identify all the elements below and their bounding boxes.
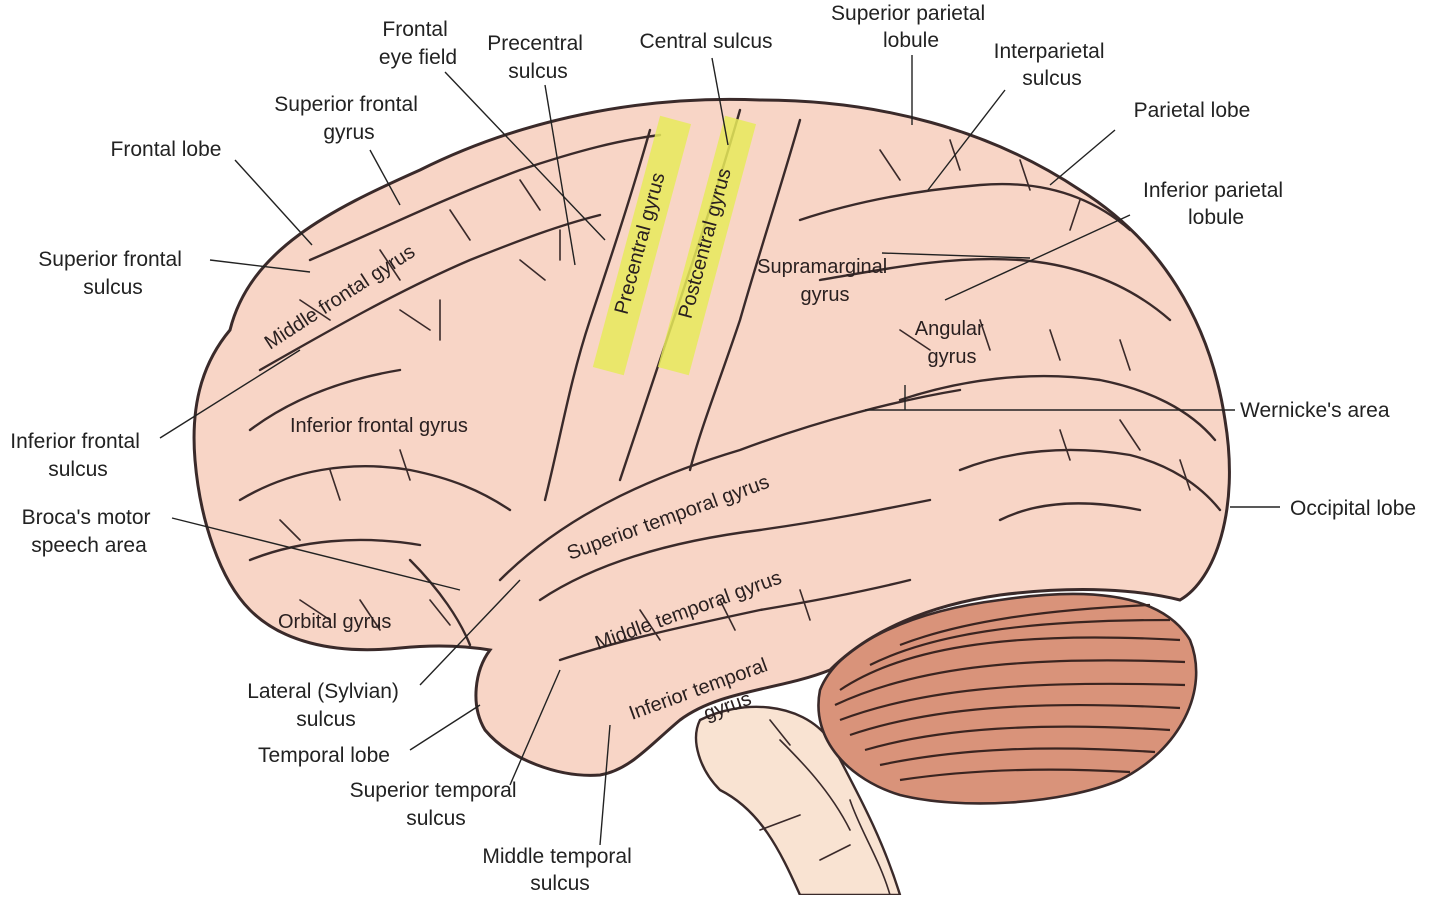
superior-parietal-line-1: Superior parietal	[831, 2, 985, 25]
occipital-lobe-label: Occipital lobe	[1290, 497, 1416, 520]
superior-temporal-sulcus-line-2: sulcus	[406, 807, 466, 830]
lateral-sulcus-label: Lateral (Sylvian) sulcus	[247, 680, 405, 731]
orbital-gyrus-label: Orbital gyrus	[278, 611, 391, 633]
central-sulcus-label: Central sulcus	[639, 30, 772, 53]
postcentral-highlight	[657, 115, 757, 376]
parietal-lobe-label: Parietal lobe	[1134, 99, 1251, 122]
interparietal-sulcus-label: Interparietal sulcus	[994, 40, 1111, 90]
wernickes-area-line-1: Wernicke's area	[1240, 399, 1390, 422]
superior-frontal-gyrus-label: Superior frontal gyrus	[274, 93, 423, 144]
inferior-frontal-gyrus-label: Inferior frontal gyrus	[290, 415, 468, 437]
brainstem-detail	[759, 719, 891, 896]
frontal-lobe-label: Frontal lobe	[111, 138, 222, 161]
wernickes-area-label: Wernicke's area	[1240, 399, 1390, 422]
cerebellum	[817, 592, 1198, 805]
superior-temporal-sulcus-label: Superior temporal sulcus	[350, 779, 523, 830]
frontal-eye-field-line-2: eye field	[379, 46, 457, 69]
supramarginal-line-1: Supramarginal	[757, 256, 887, 278]
angular-gyrus-label: Angular gyrus	[915, 318, 990, 368]
inferior-parietal-lobule-label: Inferior parietal lobule	[1143, 179, 1289, 229]
superior-temporal-sulcus-line-1: Superior temporal	[350, 779, 517, 802]
inferior-frontal-sulcus-label: Inferior frontal sulcus	[10, 430, 145, 481]
cortex-sulci	[238, 108, 1222, 662]
leader-lines	[159, 55, 1280, 846]
interparietal-line-1: Interparietal	[994, 40, 1105, 63]
superior-frontal-gyrus-line-1: Superior frontal	[274, 93, 418, 116]
precentral-sulcus-line-2: sulcus	[508, 60, 568, 83]
angular-line-1: Angular	[915, 318, 984, 340]
outer-labels: Frontal eye field Precentral sulcus Cent…	[10, 2, 1416, 895]
brocas-area-label: Broca's motor speech area	[22, 506, 157, 557]
lateral-sulcus-line-1: Lateral (Sylvian)	[247, 680, 399, 703]
temporal-lobe-line-1: Temporal lobe	[258, 744, 390, 767]
precentral-sulcus-label: Precentral sulcus	[487, 32, 589, 83]
middle-temporal-sulcus-label: Middle temporal sulcus	[482, 845, 637, 895]
supramarginal-line-2: gyrus	[801, 284, 850, 306]
interparietal-line-2: sulcus	[1022, 67, 1082, 90]
brainstem	[694, 705, 902, 897]
superior-frontal-sulcus-line-1: Superior frontal	[38, 248, 182, 271]
superior-frontal-sulcus-line-2: sulcus	[83, 276, 143, 299]
brocas-area-line-2: speech area	[31, 534, 147, 557]
parietal-lobe-line-1: Parietal lobe	[1134, 99, 1251, 122]
central-sulcus-line-1: Central sulcus	[639, 30, 772, 53]
supramarginal-gyrus-label: Supramarginal gyrus	[757, 256, 893, 306]
lateral-sulcus-line-2: sulcus	[296, 708, 356, 731]
inferior-parietal-line-1: Inferior parietal	[1143, 179, 1283, 202]
inferior-parietal-line-2: lobule	[1188, 206, 1244, 229]
frontal-eye-field-line-1: Frontal	[382, 18, 447, 41]
precentral-sulcus-line-1: Precentral	[487, 32, 583, 55]
superior-frontal-gyrus-line-2: gyrus	[323, 121, 374, 144]
middle-temporal-sulcus-line-1: Middle temporal	[482, 845, 631, 868]
temporal-lobe-label: Temporal lobe	[258, 744, 390, 767]
middle-temporal-sulcus-line-2: sulcus	[530, 872, 590, 895]
cerebellum-folia	[834, 603, 1186, 782]
inferior-frontal-sulcus-line-1: Inferior frontal	[10, 430, 140, 453]
superior-parietal-lobule-label: Superior parietal lobule	[831, 2, 991, 52]
brocas-area-line-1: Broca's motor	[22, 506, 151, 529]
occipital-lobe-line-1: Occipital lobe	[1290, 497, 1416, 520]
superior-frontal-sulcus-label: Superior frontal sulcus	[38, 248, 187, 299]
inferior-frontal-sulcus-line-2: sulcus	[48, 458, 108, 481]
angular-line-2: gyrus	[928, 346, 977, 368]
frontal-eye-field-label: Frontal eye field	[379, 18, 457, 69]
precentral-highlight	[592, 115, 692, 376]
frontal-lobe-line-1: Frontal lobe	[111, 138, 222, 161]
superior-parietal-line-2: lobule	[883, 29, 939, 52]
